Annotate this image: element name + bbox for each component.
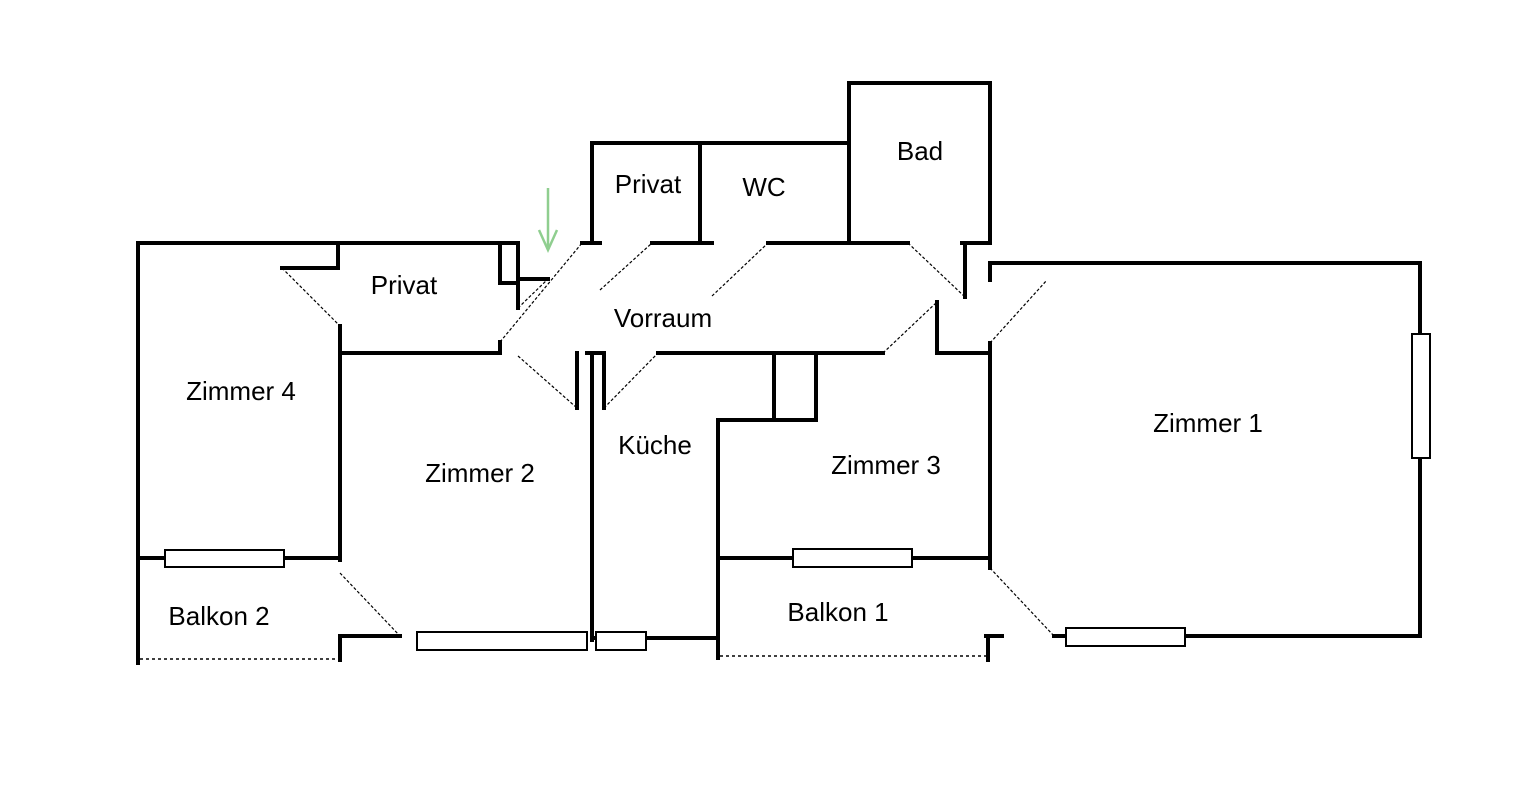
label-zimmer-2: Zimmer 2	[425, 458, 535, 488]
window-kueche	[595, 631, 647, 651]
label-wc: WC	[742, 172, 785, 202]
door-privat-left	[281, 267, 341, 327]
door-wc	[711, 242, 769, 297]
room-labels: Privat WC Bad Privat Vorraum Zimmer 4 Zi…	[168, 136, 1262, 631]
balcony-railings	[140, 655, 988, 660]
door-kueche	[603, 352, 659, 409]
door-swings	[281, 242, 1055, 637]
label-privat-left: Privat	[371, 270, 438, 300]
label-kueche: Küche	[618, 430, 692, 460]
door-balkon-1	[989, 567, 1055, 637]
label-zimmer-1: Zimmer 1	[1153, 408, 1263, 438]
windows	[164, 333, 1431, 651]
label-balkon-2: Balkon 2	[168, 601, 269, 631]
walls	[136, 81, 1422, 665]
door-entrance	[517, 278, 549, 309]
door-zimmer-1	[989, 279, 1048, 344]
door-vorraum-north	[499, 242, 583, 343]
arrow-down-icon	[537, 188, 559, 254]
door-zimmer-3	[882, 301, 938, 354]
door-privat-upper	[599, 242, 653, 291]
door-bad	[907, 242, 966, 298]
window-zimmer-2	[416, 631, 588, 651]
label-zimmer-4: Zimmer 4	[186, 376, 296, 406]
label-balkon-1: Balkon 1	[787, 597, 888, 627]
window-zimmer-1-side	[1411, 333, 1431, 459]
label-zimmer-3: Zimmer 3	[831, 450, 941, 480]
label-privat-upper: Privat	[615, 169, 682, 199]
label-bad: Bad	[897, 136, 943, 166]
door-zimmer-2	[517, 355, 578, 409]
window-zimmer-4	[164, 549, 285, 568]
label-vorraum: Vorraum	[614, 303, 712, 333]
window-zimmer-1-bottom	[1065, 627, 1186, 647]
window-zimmer-3	[792, 548, 913, 568]
door-balkon-2	[339, 572, 401, 637]
